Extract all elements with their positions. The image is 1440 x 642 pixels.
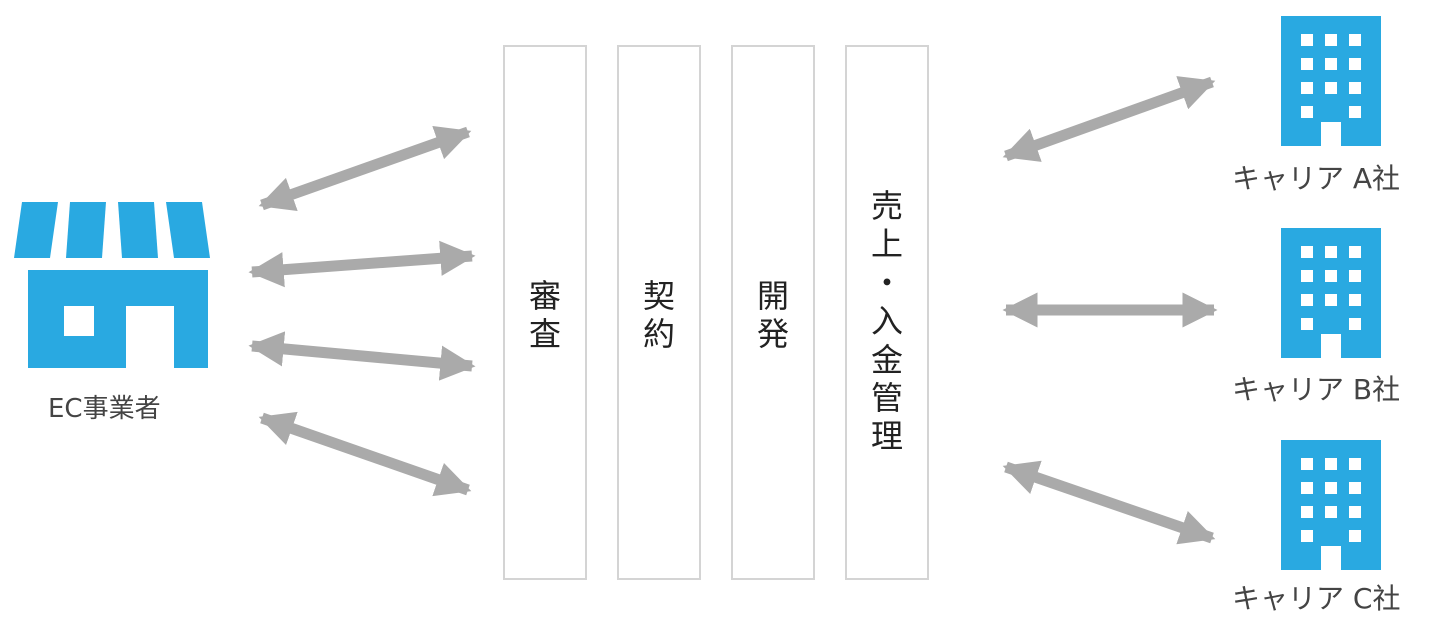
process-review: 審査 xyxy=(503,45,587,580)
store-icon xyxy=(14,202,210,368)
carrier-b-label: キャリア B社 xyxy=(1232,373,1401,406)
arrow-store-to-process-4 xyxy=(258,411,472,497)
arrow-store-to-process-1 xyxy=(258,125,472,212)
process-contract: 契約 xyxy=(617,45,701,580)
building-icon xyxy=(1281,228,1381,358)
arrow-process-to-carrier-a xyxy=(1002,76,1216,162)
arrow-process-to-carrier-c xyxy=(1002,460,1216,545)
process-development: 開発 xyxy=(731,45,815,580)
process-contract-label: 契約 xyxy=(642,277,675,354)
store-label: EC事業者 xyxy=(48,394,161,424)
process-development-label: 開発 xyxy=(756,277,789,354)
carrier-c-label: キャリア C社 xyxy=(1232,582,1401,615)
process-revenue-label: 売上・入金管理 xyxy=(870,187,903,456)
arrow-store-to-process-2 xyxy=(248,240,476,288)
process-revenue: 売上・入金管理 xyxy=(845,45,929,580)
building-icon xyxy=(1281,440,1381,570)
carrier-a-label: キャリア A社 xyxy=(1232,162,1401,195)
building-icon xyxy=(1281,16,1381,146)
arrow-store-to-process-3 xyxy=(248,331,476,381)
process-review-label: 審査 xyxy=(528,277,561,354)
